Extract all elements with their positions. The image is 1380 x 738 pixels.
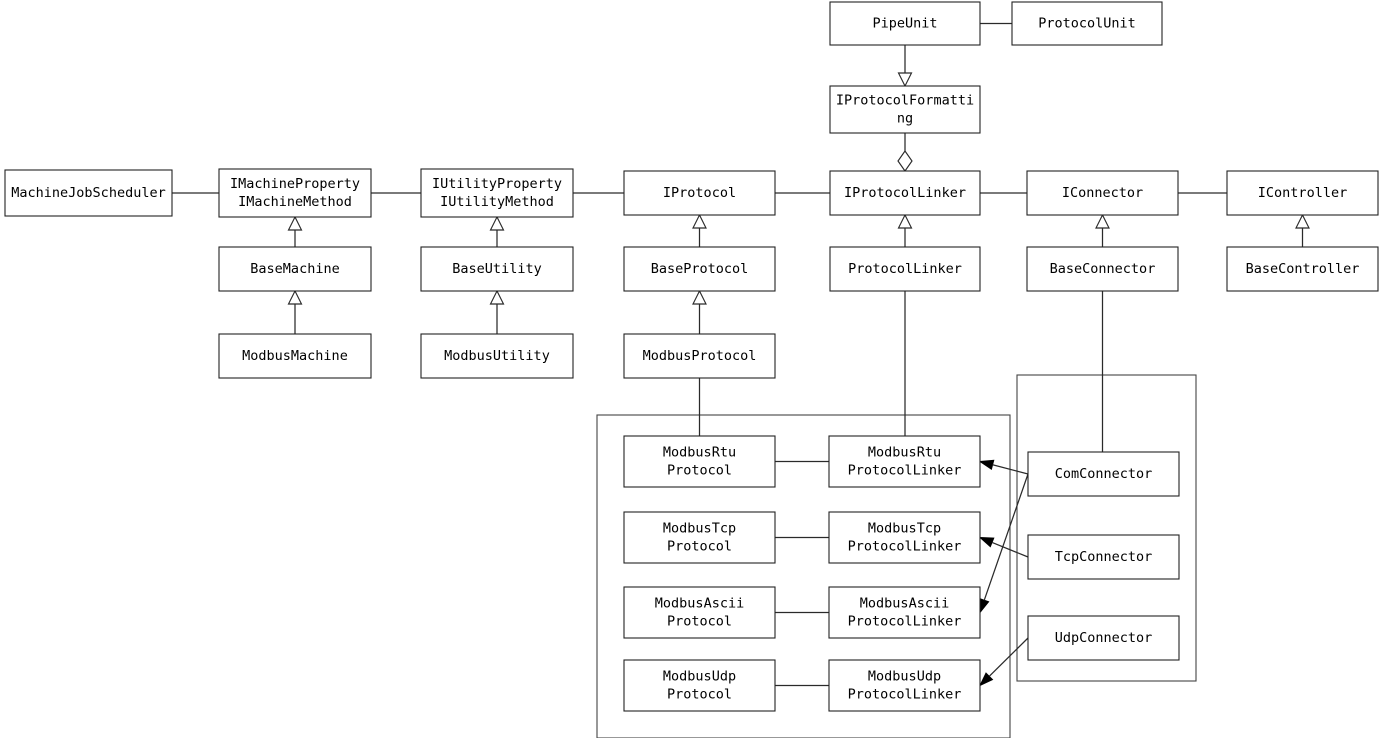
class-box-udpconnector[interactable]: UdpConnector: [1027, 615, 1180, 661]
class-box-label: IUtilityProperty: [432, 176, 562, 192]
group-box-connector-group: [1016, 374, 1197, 682]
class-box-label: TcpConnector: [1055, 549, 1153, 565]
class-box-label: IConnector: [1062, 185, 1143, 201]
class-box-basecontroller[interactable]: BaseController: [1226, 246, 1379, 292]
class-box-modbusprotocol[interactable]: ModbusProtocol: [623, 333, 776, 379]
class-box-tcpconnector[interactable]: TcpConnector: [1027, 534, 1180, 580]
class-box-label: Protocol: [667, 614, 732, 630]
edge-e-baseprotocol-iprotocol: [692, 213, 707, 247]
class-box-label: ProtocolLinker: [848, 261, 962, 277]
class-box-icontroller[interactable]: IController: [1226, 170, 1379, 216]
class-box-label: ModbusRtu: [663, 445, 736, 461]
class-box-label: BaseConnector: [1050, 261, 1156, 277]
class-box-label: ModbusProtocol: [643, 348, 757, 364]
class-box-label: ProtocolLinker: [848, 539, 962, 555]
class-box-label: ProtocolLinker: [848, 687, 962, 703]
class-box-label: ModbusAscii: [860, 596, 949, 612]
class-box-label: ModbusUdp: [663, 669, 736, 685]
class-box-label: Protocol: [667, 539, 732, 555]
class-box-label: ProtocolUnit: [1038, 16, 1136, 32]
edge-e-modbusmachine-basemachine: [287, 289, 303, 334]
edge-e-tcpconnector-tcplinker: [978, 536, 1029, 558]
class-box-label: Protocol: [667, 463, 732, 479]
edge-e-udpconnector-udplinker: [978, 637, 1029, 687]
class-box-label: ModbusRtu: [868, 445, 941, 461]
class-box-label: BaseMachine: [250, 261, 339, 277]
class-box-label: ProtocolLinker: [848, 463, 962, 479]
edge-e-baseutility-iutility: [489, 215, 505, 247]
class-box-iconnector[interactable]: IConnector: [1026, 170, 1179, 216]
edge-e-protocollinker-iprotocollinker: [897, 213, 913, 247]
class-box-label: ng: [897, 111, 913, 127]
class-box-label: IController: [1258, 185, 1347, 201]
edge-e-iprotocolformatting-iprotocollinker: [897, 133, 913, 173]
group-boxes-layer: [596, 374, 1197, 738]
class-box-label: IProtocolLinker: [844, 185, 966, 201]
class-box-label: IProtocol: [663, 185, 736, 201]
class-box-modbusmachine[interactable]: ModbusMachine: [218, 333, 372, 379]
class-box-modbusutility[interactable]: ModbusUtility: [420, 333, 574, 379]
class-box-label: PipeUnit: [872, 16, 937, 32]
class-box-label: ModbusUtility: [444, 348, 550, 364]
class-box-label: IMachineMethod: [238, 194, 352, 210]
class-box-basemachine[interactable]: BaseMachine: [218, 246, 372, 292]
edge-e-baseconnector-iconnector: [1095, 213, 1110, 247]
class-box-label: Protocol: [667, 687, 732, 703]
edge-e-basecontroller-icontroller: [1295, 213, 1310, 247]
class-box-label: IMachineProperty: [230, 176, 360, 192]
class-box-iprotocollinker[interactable]: IProtocolLinker: [829, 170, 981, 216]
class-box-protocolunit[interactable]: ProtocolUnit: [1011, 1, 1163, 46]
edge-e-modbusprotocol-baseprotocol: [692, 289, 707, 334]
class-box-label: BaseController: [1246, 261, 1360, 277]
class-box-baseprotocol[interactable]: BaseProtocol: [623, 246, 776, 292]
group-box-modbus-protocol-group: [596, 414, 1011, 738]
class-box-label: UdpConnector: [1055, 630, 1153, 646]
class-box-pipeunit[interactable]: PipeUnit: [829, 1, 981, 46]
class-box-protocollinker[interactable]: ProtocolLinker: [829, 246, 981, 292]
class-box-label: IUtilityMethod: [440, 194, 554, 210]
class-box-label: ModbusAscii: [655, 596, 744, 612]
class-box-label: ModbusTcp: [663, 521, 736, 537]
class-box-label: IProtocolFormatti: [836, 93, 974, 109]
edge-e-modbusutility-baseutility: [489, 289, 505, 334]
class-box-iprotocol[interactable]: IProtocol: [623, 170, 776, 216]
class-box-label: ModbusUdp: [868, 669, 941, 685]
class-box-label: ProtocolLinker: [848, 614, 962, 630]
class-box-label: MachineJobScheduler: [11, 185, 165, 201]
class-box-label: ComConnector: [1055, 466, 1153, 482]
class-box-label: ModbusTcp: [868, 521, 941, 537]
class-box-machinejobscheduler[interactable]: MachineJobScheduler: [4, 169, 173, 217]
class-box-label: ModbusMachine: [242, 348, 348, 364]
class-box-label: BaseUtility: [452, 261, 541, 277]
class-box-iprotocolformatting[interactable]: IProtocolFormatti ng: [829, 85, 981, 134]
class-box-baseutility[interactable]: BaseUtility: [420, 246, 574, 292]
edge-e-basemachine-imachine: [287, 215, 303, 247]
edge-e-comconnector-asciilinker: [979, 473, 1029, 614]
class-box-comconnector[interactable]: ComConnector: [1027, 451, 1180, 497]
edge-e-comconnector-rtulinker: [978, 459, 1029, 475]
class-box-label: BaseProtocol: [651, 261, 749, 277]
edge-e-pipeunit-iprotocolformatting: [897, 45, 913, 88]
class-box-baseconnector[interactable]: BaseConnector: [1026, 246, 1179, 292]
